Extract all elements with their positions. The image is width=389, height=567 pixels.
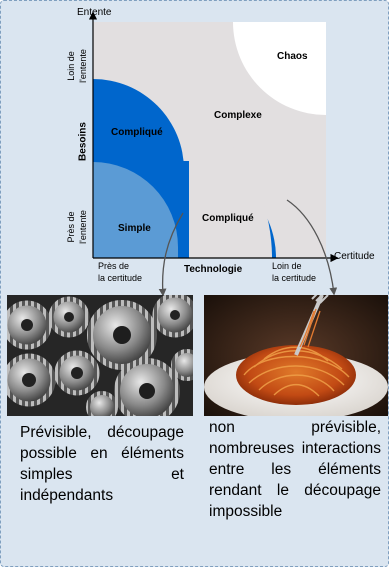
arrow-to-gears: [158, 212, 184, 297]
stacey-diagram: [88, 11, 339, 297]
right-caption: non prévisible, nombreuses interactions …: [209, 419, 381, 520]
zone-complexe: Complexe: [214, 110, 262, 121]
zone-simple: Simple: [118, 223, 151, 234]
x-right-label: Loin de la certitude: [272, 261, 317, 283]
y-axis-top-label: Entente: [77, 7, 112, 18]
zone-chaos: Chaos: [277, 51, 308, 62]
x-axis-name: Technologie: [184, 264, 243, 275]
spaghetti-photo: [204, 295, 388, 416]
chaos-region: [233, 22, 326, 115]
simple-region: [93, 162, 178, 258]
zone-complique-bottom: Compliqué: [202, 213, 254, 224]
x-left-label: Près de la certitude: [98, 261, 143, 283]
gears-photo: [7, 295, 193, 416]
arrow-to-spaghetti: [286, 199, 338, 296]
y-axis-name: Besoins: [77, 122, 89, 161]
zone-complique-top: Compliqué: [111, 127, 163, 138]
y-bottom-label: Près de l'entente: [66, 210, 88, 244]
y-top-label: Loin de l'entente: [66, 49, 88, 83]
gear-shapes: [7, 295, 193, 416]
left-caption: Prévisible, découpage possible en élémen…: [20, 424, 184, 504]
x-axis-right-label: Certitude: [334, 251, 375, 262]
